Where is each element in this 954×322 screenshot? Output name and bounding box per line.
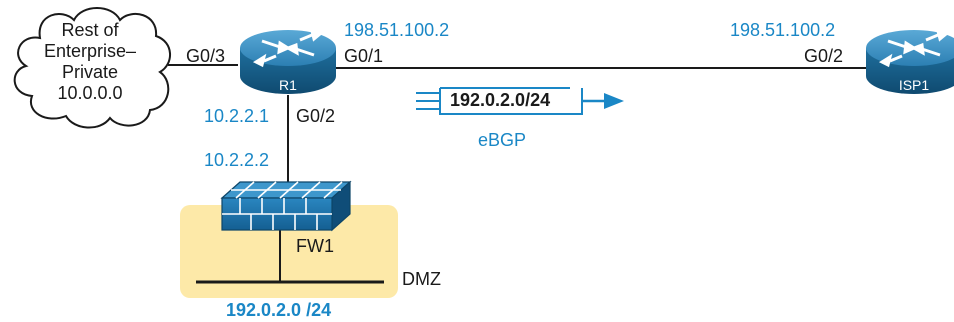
fw1-firewall-icon <box>220 180 352 232</box>
r1-g02-label: G0/2 <box>296 106 336 126</box>
r1-g02-ip: 10.2.2.1 <box>204 106 270 126</box>
enterprise-cloud-icon <box>13 7 171 129</box>
cloud-line-4: 10.0.0.0 <box>57 83 123 103</box>
ebgp-update-arrow <box>416 87 624 115</box>
cloud-line-1: Rest of <box>61 20 119 40</box>
fw1-name: FW1 <box>296 236 334 256</box>
isp1-router-icon <box>866 28 954 94</box>
r1-g01-label: G0/1 <box>344 46 384 66</box>
fw1-ip: 10.2.2.2 <box>204 150 270 170</box>
advertised-prefix: 192.0.2.0/24 <box>450 90 551 110</box>
isp1-g02-ip: 198.51.100.2 <box>730 20 836 40</box>
cloud-label: Rest of Enterprise– Private 10.0.0.0 <box>14 20 166 104</box>
ebgp-label: eBGP <box>478 130 527 150</box>
isp1-g02-label: G0/2 <box>804 46 844 66</box>
r1-g03-label: G0/3 <box>186 46 226 66</box>
dmz-label: DMZ <box>402 269 441 289</box>
cloud-line-3: Private <box>61 62 119 82</box>
r1-router-icon <box>240 28 336 94</box>
dmz-subnet: 192.0.2.0 /24 <box>226 300 332 320</box>
r1-g01-ip: 198.51.100.2 <box>344 20 450 40</box>
r1-name: R1 <box>279 77 297 93</box>
cloud-line-2: Enterprise– <box>43 41 137 61</box>
isp1-name: ISP1 <box>898 77 930 93</box>
